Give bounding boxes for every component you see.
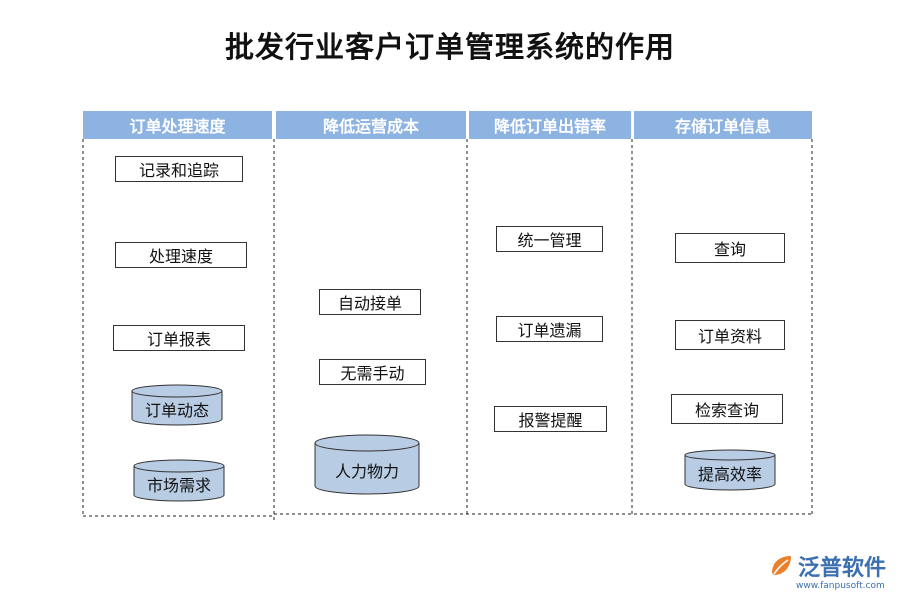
item-order-omission: 订单遗漏 [496, 316, 603, 342]
item-query: 查询 [675, 233, 785, 263]
cylinder-label: 订单动态 [144, 401, 209, 420]
diagram-title: 批发行业客户订单管理系统的作用 [224, 30, 675, 64]
item-search-query: 检索查询 [671, 394, 783, 424]
column-header-storage: 存储订单信息 [634, 111, 812, 139]
column-header-error: 降低订单出错率 [469, 111, 631, 139]
item-auto-order: 自动接单 [319, 289, 421, 315]
cylinder-order-dynamics: 订单动态 [131, 384, 223, 426]
leaf-icon [772, 556, 791, 575]
cylinder-label: 市场需求 [146, 476, 211, 495]
cylinder-label: 人力物力 [334, 462, 399, 481]
item-no-manual: 无需手动 [319, 359, 426, 385]
cylinder-market-demand: 市场需求 [133, 459, 225, 502]
cylinder-efficiency: 提高效率 [684, 449, 776, 491]
item-record-track: 记录和追踪 [115, 156, 243, 182]
column-header-speed: 订单处理速度 [83, 111, 272, 139]
item-unified-mgmt: 统一管理 [496, 226, 603, 252]
item-order-info: 订单资料 [675, 320, 785, 350]
cylinder-manpower: 人力物力 [314, 434, 420, 496]
brand-url: www.fanpusoft.com [796, 581, 885, 591]
column-header-cost: 降低运营成本 [276, 111, 466, 139]
item-process-speed: 处理速度 [115, 242, 247, 268]
brand-name: 泛普软件 [798, 556, 887, 581]
brand-logo: 泛普软件 [768, 552, 887, 581]
item-order-report: 订单报表 [113, 325, 245, 351]
item-alarm-reminder: 报警提醒 [494, 406, 607, 432]
cylinder-label: 提高效率 [697, 465, 762, 484]
